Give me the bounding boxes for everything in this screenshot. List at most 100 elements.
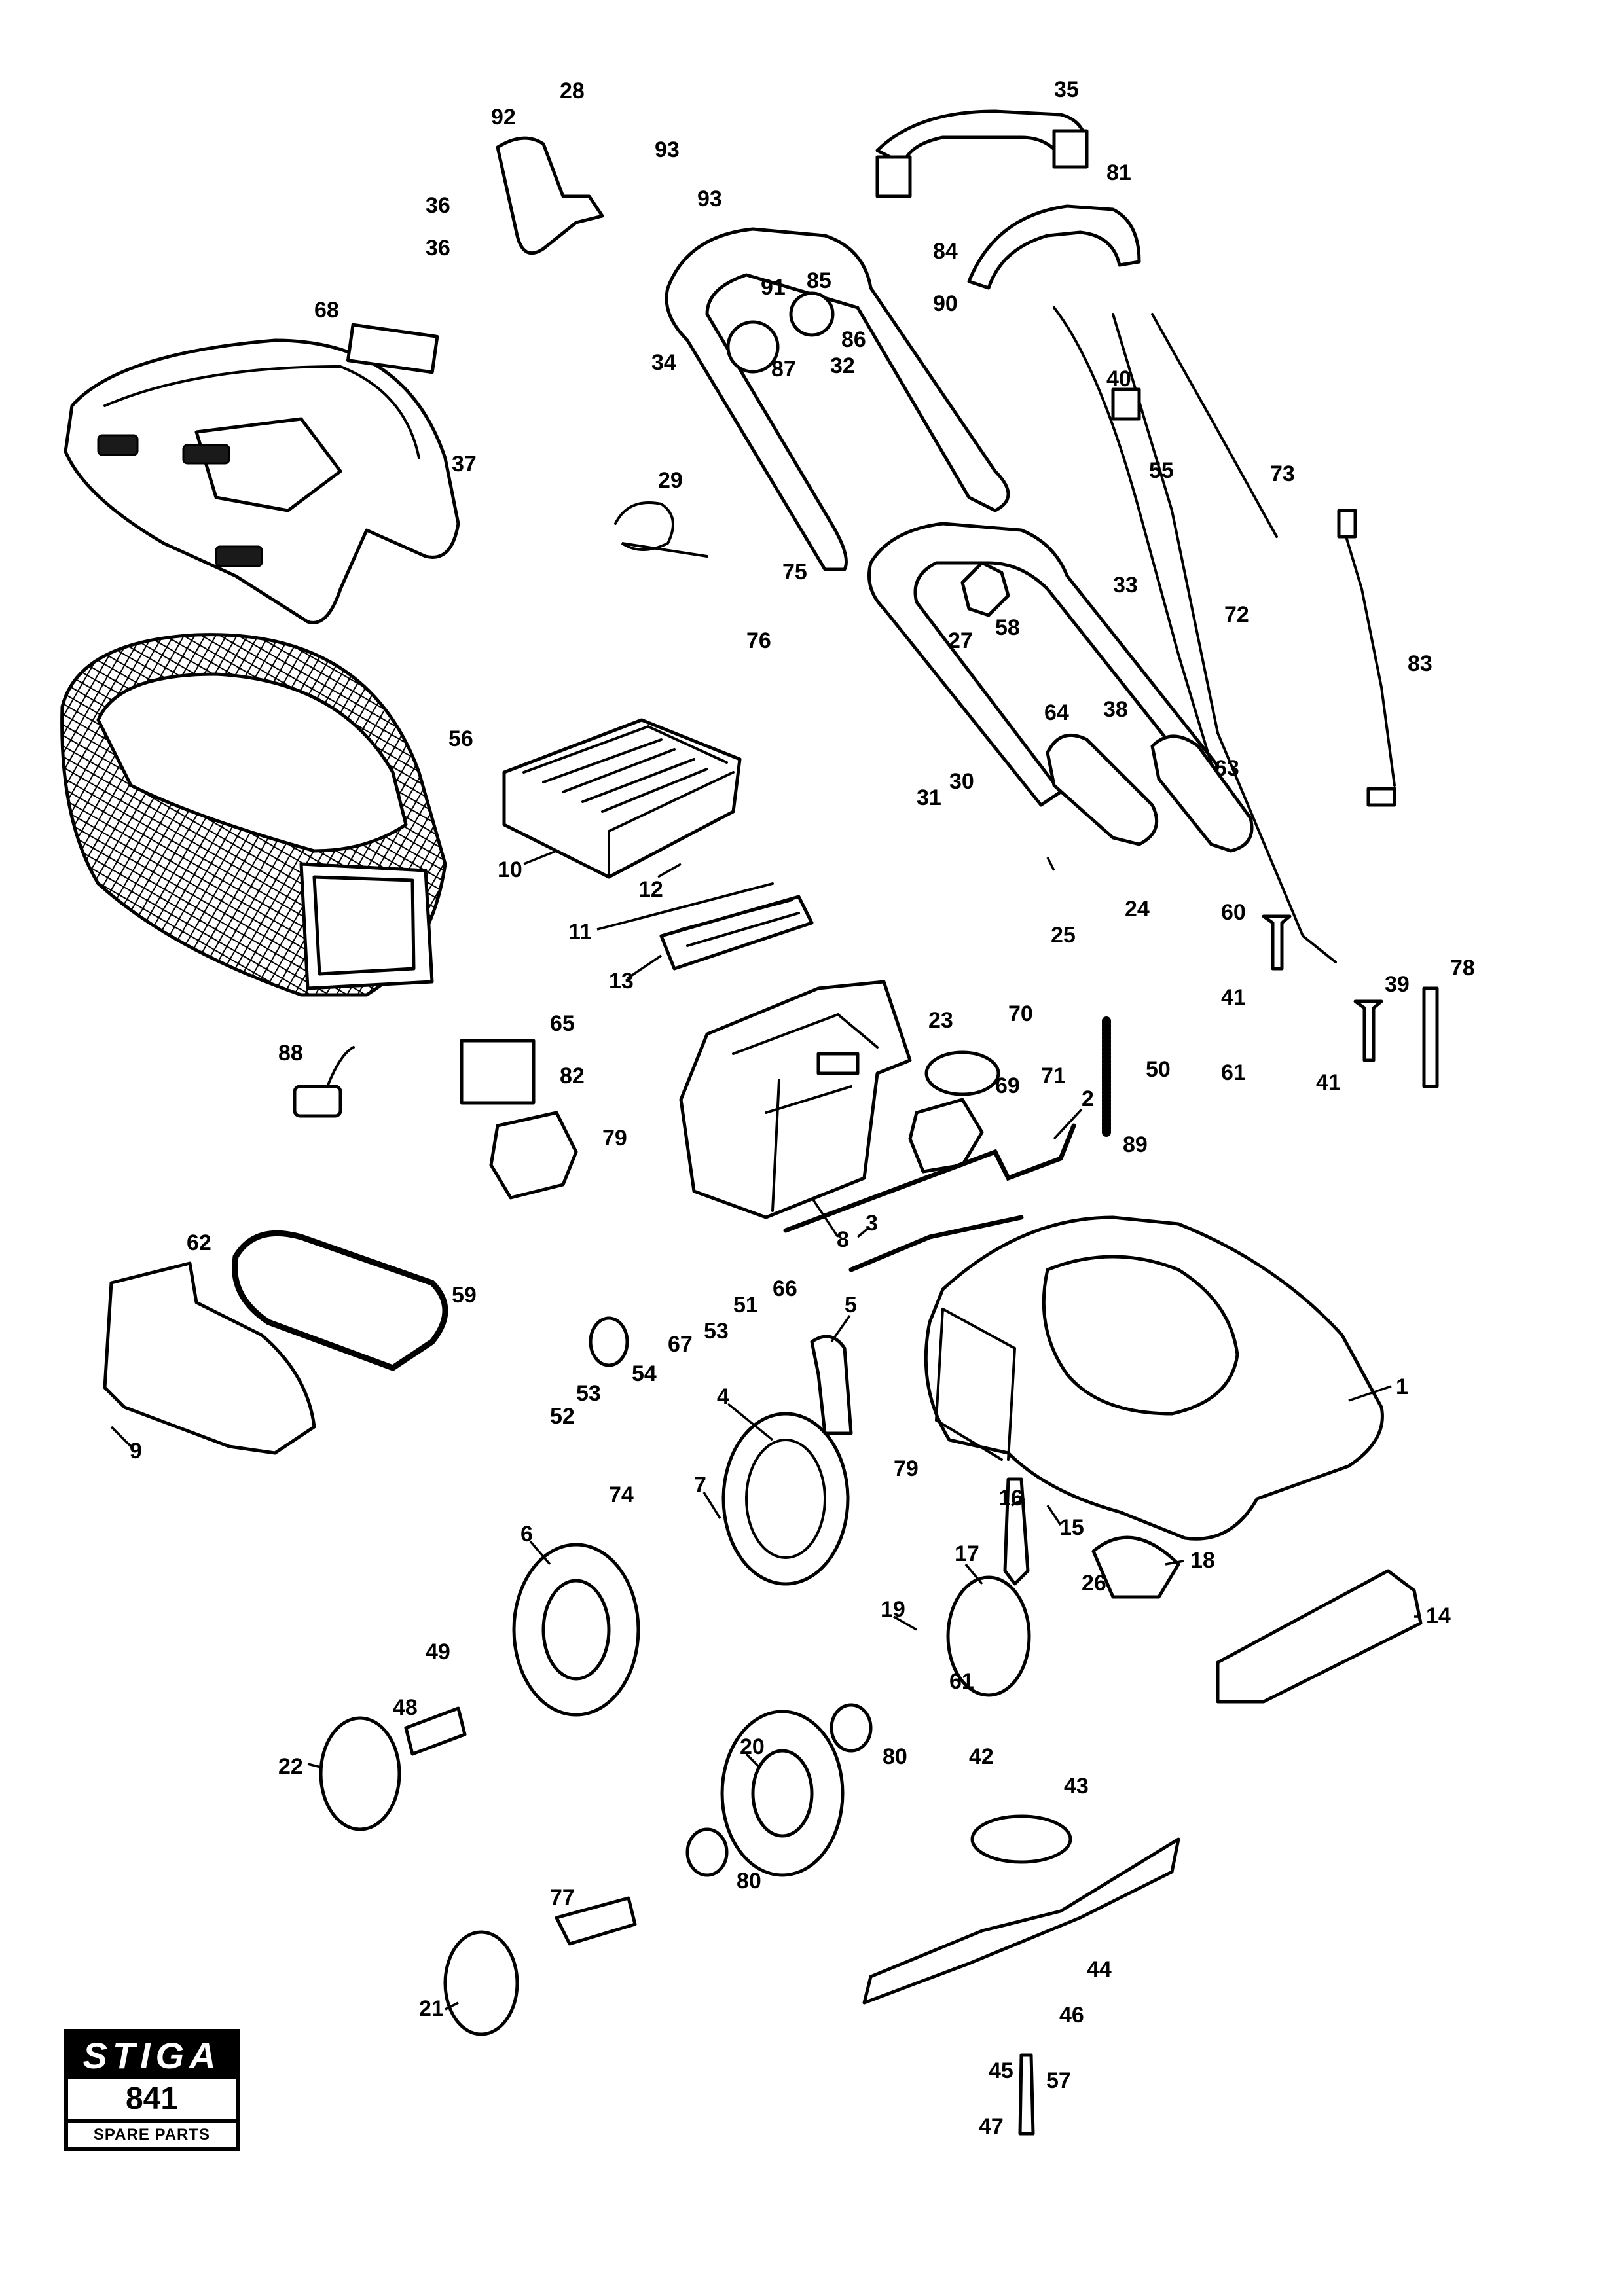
callout-45: 45: [989, 2058, 1013, 2083]
part-label-68: [346, 323, 439, 374]
callout-13: 13: [609, 969, 634, 994]
callout-57: 57: [1046, 2068, 1071, 2093]
callout-93b: 93: [697, 187, 722, 211]
callout-29: 29: [658, 468, 683, 493]
callout-5: 5: [845, 1293, 857, 1318]
callout-46: 46: [1059, 2003, 1084, 2028]
callout-44: 44: [1087, 1957, 1112, 1982]
callout-80: 80: [883, 1744, 907, 1769]
callout-72: 72: [1224, 602, 1249, 627]
part-knob-87: [726, 320, 780, 374]
callout-79b: 79: [894, 1456, 919, 1481]
callout-68: 68: [314, 298, 339, 323]
callout-7: 7: [694, 1473, 706, 1498]
callout-84: 84: [933, 239, 958, 264]
part-gear-wheel-4: [721, 1412, 850, 1586]
callout-50: 50: [1146, 1057, 1171, 1082]
callout-17: 17: [955, 1541, 979, 1566]
callout-32: 32: [830, 353, 855, 378]
part-module-82: [489, 1111, 578, 1200]
callout-58: 58: [995, 615, 1020, 640]
part-plate-64: [1046, 733, 1159, 846]
callout-91: 91: [761, 275, 786, 300]
callout-56: 56: [448, 726, 473, 751]
part-lever-16: [1003, 1477, 1030, 1586]
callout-9: 9: [130, 1439, 142, 1463]
callout-88: 88: [278, 1041, 303, 1066]
callout-87: 87: [771, 357, 796, 382]
callout-61b: 61: [949, 1669, 974, 1694]
callout-70: 70: [1008, 1001, 1033, 1026]
callout-27: 27: [948, 628, 973, 653]
callout-8: 8: [837, 1227, 849, 1252]
callout-48: 48: [393, 1695, 418, 1720]
callout-59: 59: [452, 1283, 477, 1308]
callout-26: 26: [1082, 1571, 1106, 1596]
part-arm-5: [810, 1335, 853, 1435]
callout-54: 54: [632, 1361, 657, 1386]
callout-1: 1: [1396, 1374, 1408, 1399]
callout-28: 28: [560, 79, 585, 103]
part-hubcap-21: [443, 1930, 519, 2036]
callout-80b: 80: [737, 1869, 761, 1893]
part-blade-44: [862, 1837, 1180, 2005]
part-grass-bag: [60, 633, 447, 997]
callout-25: 25: [1051, 923, 1076, 948]
callout-41b: 41: [1316, 1070, 1341, 1095]
part-axle-bolt-48: [404, 1706, 467, 1756]
callout-71: 71: [1041, 1064, 1066, 1088]
callout-79: 79: [602, 1126, 627, 1151]
callout-92: 92: [491, 105, 516, 130]
part-mower-deck: [924, 1215, 1384, 1541]
part-hubcap-22: [319, 1716, 401, 1831]
callout-38: 38: [1103, 697, 1128, 722]
part-cable-55: [1053, 306, 1219, 787]
part-upper-handle: [665, 227, 1010, 571]
callout-63: 63: [1214, 756, 1239, 781]
part-shaft-2: [783, 1123, 1076, 1272]
part-cable-72: [1112, 313, 1337, 963]
callout-37: 37: [452, 452, 477, 476]
callout-40: 40: [1106, 367, 1131, 391]
callout-67: 67: [668, 1332, 693, 1357]
part-rear-guard-14: [1216, 1569, 1423, 1704]
part-axle-bolt-77: [555, 1896, 637, 1946]
part-knob-58: [960, 561, 1010, 617]
callout-83: 83: [1408, 651, 1432, 676]
callout-53b: 53: [576, 1381, 601, 1406]
callout-10: 10: [498, 857, 522, 882]
part-gear-54: [589, 1316, 629, 1367]
parts-artwork: [60, 109, 1439, 2136]
part-motor-housing: [679, 980, 912, 1219]
callout-85: 85: [807, 268, 831, 293]
callout-16: 16: [998, 1486, 1023, 1511]
callout-89: 89: [1123, 1132, 1148, 1157]
part-charger-88: [293, 1085, 342, 1118]
callout-78: 78: [1450, 956, 1475, 980]
part-cover-hood: [64, 338, 460, 624]
callout-33: 33: [1113, 573, 1138, 598]
callout-93: 93: [655, 137, 680, 162]
callout-66: 66: [773, 1276, 797, 1301]
part-clip-40: [1111, 387, 1141, 421]
callout-64: 64: [1044, 700, 1069, 725]
callout-36b: 36: [426, 236, 450, 260]
part-bolt-47: [1018, 2053, 1035, 2136]
part-bail-81: [967, 204, 1141, 290]
callout-53: 53: [704, 1319, 729, 1344]
callout-22: 22: [278, 1754, 303, 1779]
part-pulley-69: [924, 1050, 1000, 1096]
callout-15: 15: [1059, 1515, 1084, 1540]
callout-11: 11: [568, 920, 592, 944]
callout-90: 90: [933, 291, 958, 316]
callout-42: 42: [969, 1744, 994, 1769]
callout-74: 74: [609, 1482, 634, 1507]
part-plate-63: [1150, 734, 1254, 853]
part-belt-cover-62: [103, 1261, 316, 1455]
callout-41: 41: [1221, 985, 1246, 1010]
part-blade-hub-43: [970, 1814, 1072, 1864]
callout-86: 86: [841, 327, 866, 352]
part-tie-29: [614, 501, 708, 558]
callout-51: 51: [733, 1293, 758, 1318]
